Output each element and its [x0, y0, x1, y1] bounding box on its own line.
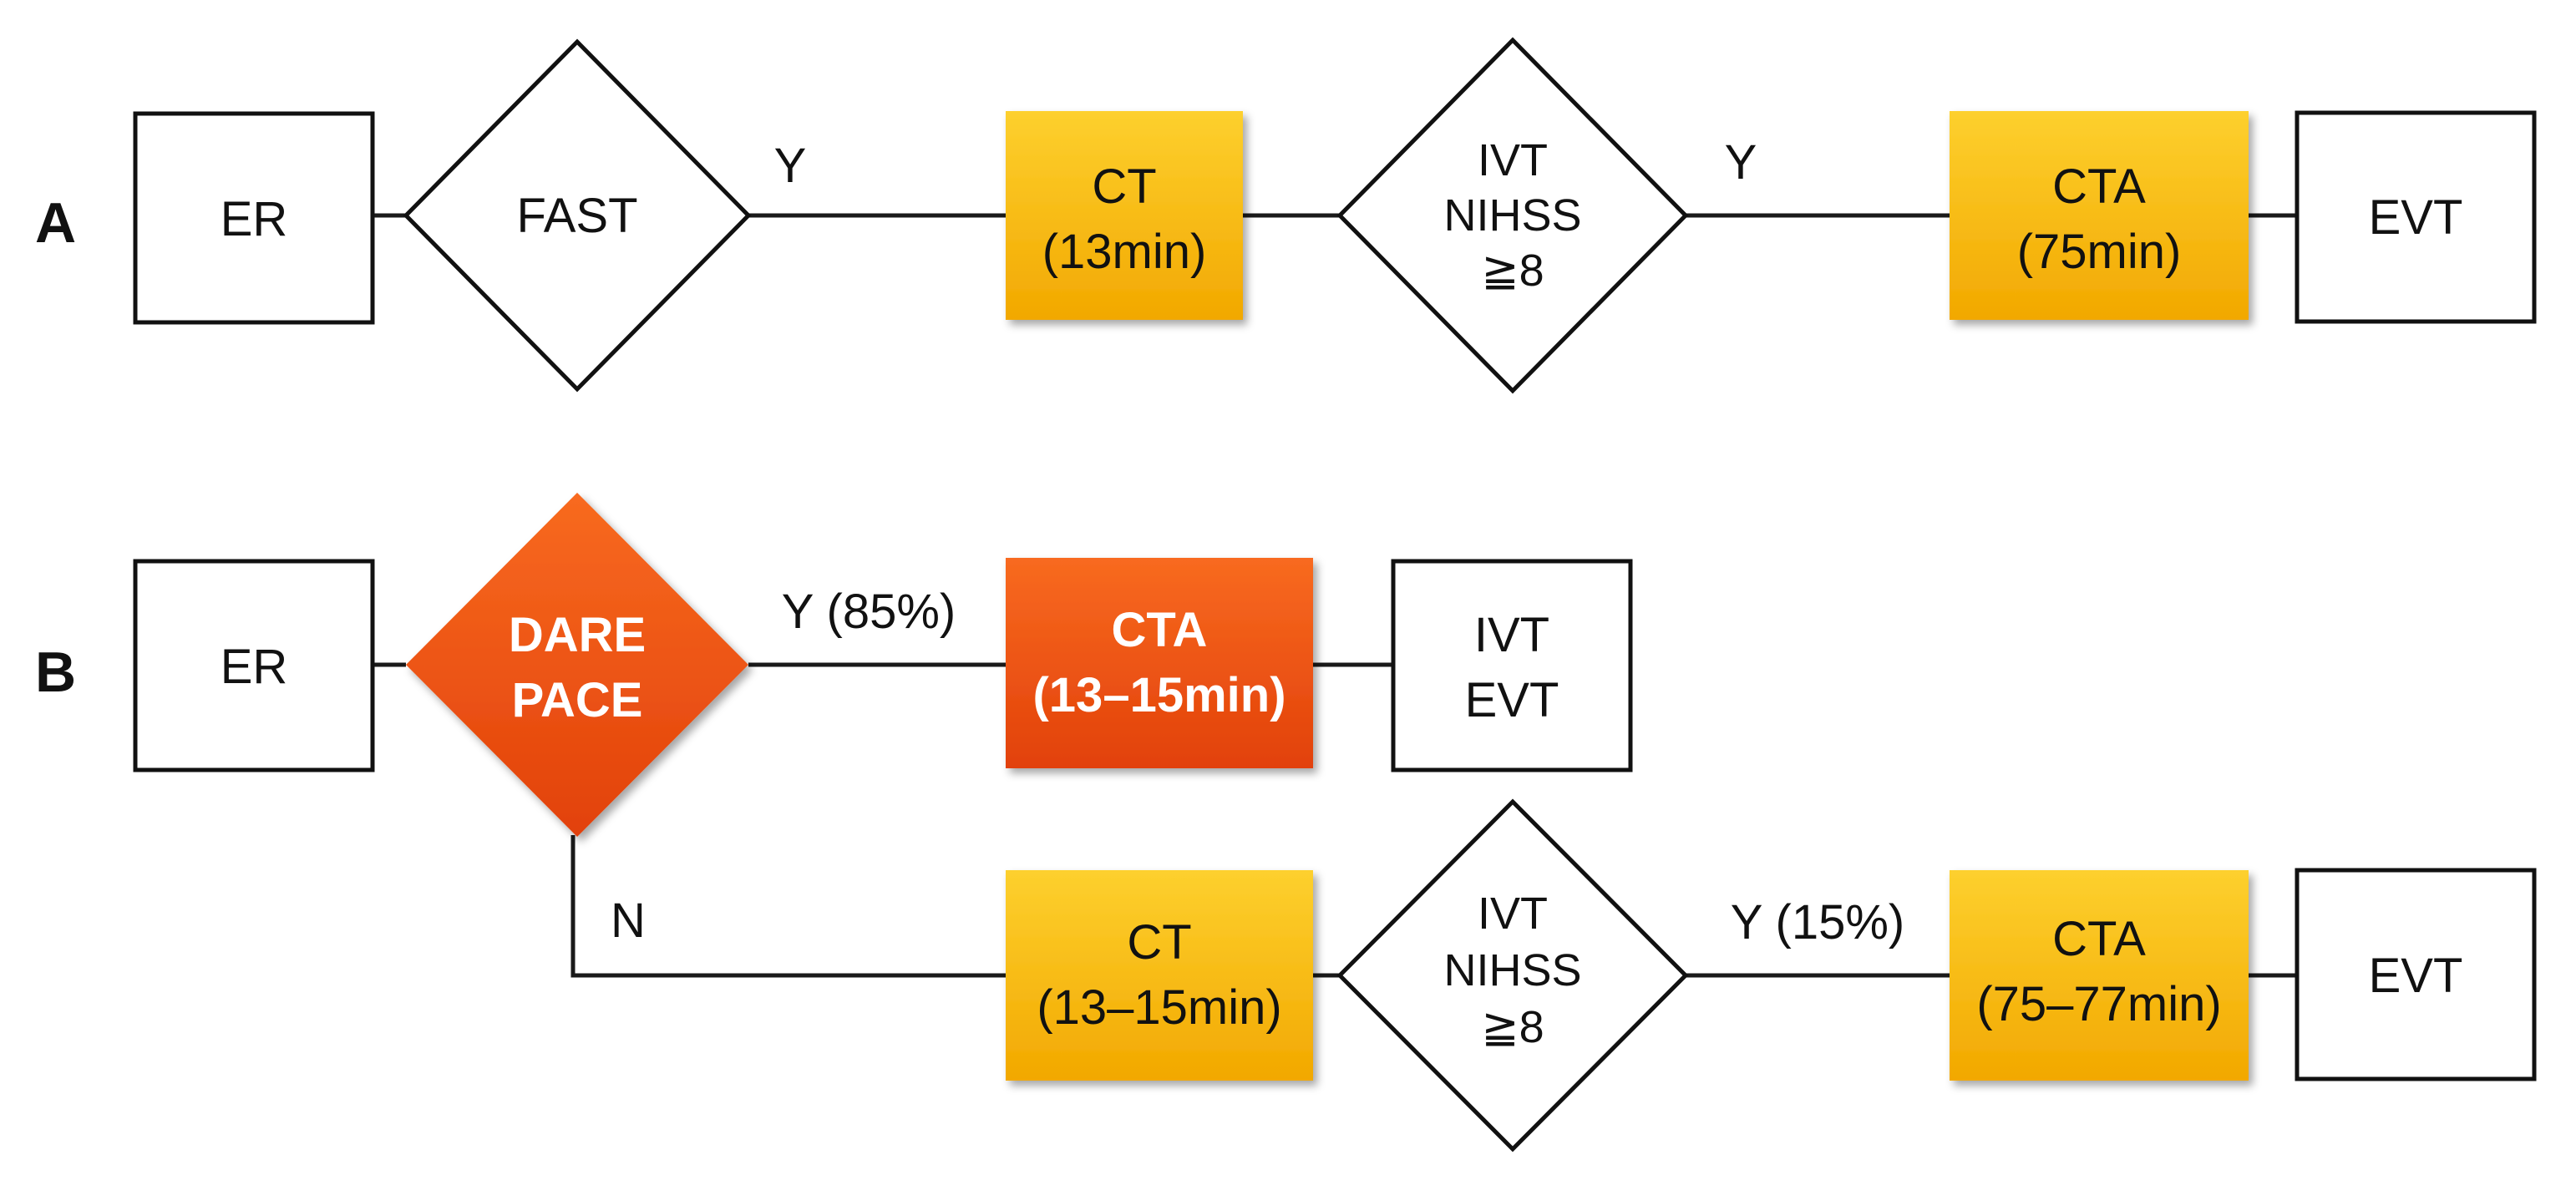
evt-box-b [2295, 868, 2537, 1081]
fast-label: FAST [516, 189, 637, 243]
cta-yellow-label-line2: (75–77min) [1976, 977, 2221, 1031]
edge-label-dare-ct-b: N [611, 894, 646, 948]
row-a: A ER FAST Y CT (13min) IVT NIHSS ≧8 Y CT… [35, 37, 2537, 394]
row-b: B ER DARE PACE Y (85%) CTA (13–15min) IV… [35, 493, 2537, 1152]
dare-pace-diamond [406, 493, 748, 837]
ivt-label-line2-a: NIHSS [1443, 190, 1581, 241]
evt-label-a: EVT [2369, 190, 2463, 245]
cta-box-a [1950, 111, 2249, 320]
ivt-label-line3-a: ≧8 [1481, 246, 1544, 296]
ct-label-line2-a: (13min) [1042, 225, 1207, 279]
evt-box-a [2295, 110, 2537, 324]
ivt-label-line2-b: NIHSS [1443, 945, 1581, 995]
er-box-a [133, 111, 375, 325]
ivt-nihss-diamond-a [1336, 37, 1689, 394]
ivt-evt-label-line2: EVT [1465, 673, 1559, 727]
edge-label-ivt-cta-b: Y (15%) [1731, 895, 1904, 950]
cta-yellow-label-line1: CTA [2052, 912, 2146, 966]
edge-label-fast-ct-a: Y [774, 139, 807, 193]
fast-diamond [403, 38, 752, 392]
cta-orange-label-line1: CTA [1112, 603, 1208, 657]
cta-orange-label-line2: (13–15min) [1032, 668, 1285, 722]
edge-label-dare-cta-b: Y (85%) [782, 585, 956, 639]
row-b-label: B [35, 641, 76, 704]
ct-label-line1-a: CT [1092, 160, 1156, 214]
er-box-b [133, 559, 375, 772]
cta-label-line2-a: (75min) [2017, 225, 2182, 279]
ct-box-a [1006, 111, 1243, 320]
ivt-label-line3-b: ≧8 [1481, 1002, 1544, 1052]
er-label-a: ER [221, 192, 288, 246]
edge-dare-ct-b [570, 835, 1006, 978]
row-a-label: A [35, 191, 76, 255]
ivt-label-line1-a: IVT [1478, 135, 1548, 185]
cta-label-line1-a: CTA [2052, 160, 2146, 214]
cta-box-yellow-b [1950, 870, 2249, 1081]
dare-label-line2: PACE [512, 673, 643, 727]
cta-box-orange-b [1006, 558, 1313, 768]
ct-label-line1-b: CT [1127, 915, 1191, 970]
evt-label-b: EVT [2369, 949, 2463, 1003]
ct-box-b [1006, 870, 1313, 1081]
ivt-evt-label-line1: IVT [1474, 608, 1549, 662]
ivt-evt-box-b [1391, 559, 1633, 772]
ivt-nihss-diamond-b [1336, 798, 1689, 1152]
ivt-label-line1-b: IVT [1478, 889, 1548, 939]
edge-label-ivt-cta-a: Y [1725, 135, 1757, 190]
er-label-b: ER [221, 640, 288, 694]
ct-label-line2-b: (13–15min) [1037, 980, 1281, 1035]
dare-label-line1: DARE [509, 608, 646, 662]
